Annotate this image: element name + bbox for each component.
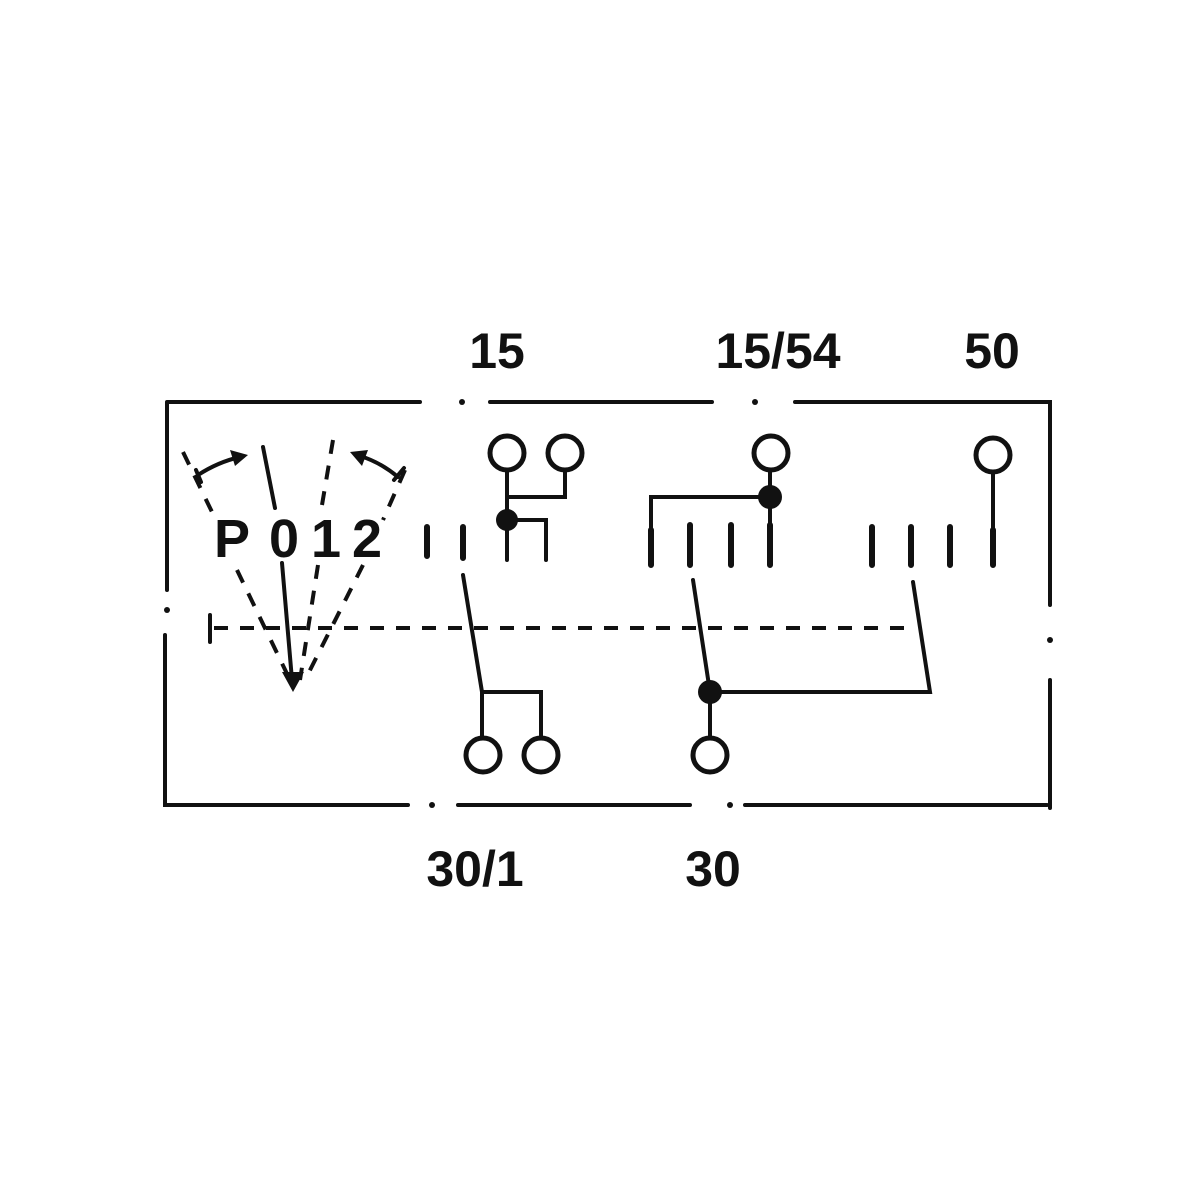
contact-group-50 xyxy=(869,435,1013,568)
contact-group-15 xyxy=(424,433,585,562)
housing-frame xyxy=(163,399,1053,810)
terminal-15b xyxy=(545,433,585,473)
terminal-30-1b xyxy=(521,735,561,775)
contact-group-15-54 xyxy=(648,433,791,568)
switch-30 xyxy=(690,578,933,775)
terminal-label-30-1: 30/1 xyxy=(426,841,523,897)
position-label-0: 0 xyxy=(269,509,299,569)
terminal-label-30: 30 xyxy=(685,841,741,897)
terminal-15a xyxy=(487,433,527,473)
terminal-30-1a xyxy=(463,735,503,775)
position-label-1: 1 xyxy=(311,509,341,569)
terminal-15-54 xyxy=(751,433,791,473)
terminal-50 xyxy=(973,435,1013,475)
position-label-2: 2 xyxy=(352,509,382,569)
terminal-label-15: 15 xyxy=(469,323,525,379)
arrow-icon xyxy=(350,450,368,466)
terminal-30 xyxy=(690,735,730,775)
position-label-p: P xyxy=(214,509,250,569)
arrow-icon xyxy=(230,450,248,466)
terminal-label-15-54: 15/54 xyxy=(715,323,840,379)
switch-30-1 xyxy=(461,573,561,775)
terminal-label-50: 50 xyxy=(964,323,1020,379)
key-lever xyxy=(181,439,407,692)
